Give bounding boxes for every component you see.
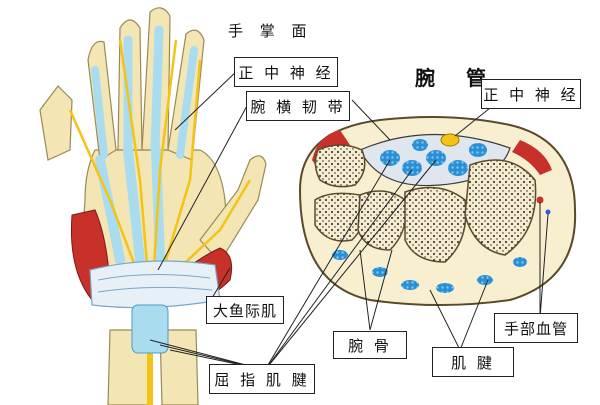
tunnel-tendon-5 <box>469 143 487 157</box>
tendon-middle <box>150 25 164 155</box>
carpal-tunnel-title: 腕 管 <box>415 66 498 90</box>
leader-ligament-to-section <box>351 99 391 141</box>
carpal-bones-label: 腕 骨 <box>333 331 407 359</box>
tendons-label: 肌 腱 <box>432 347 514 377</box>
nerve-branch-1 <box>118 39 152 301</box>
leader-carpal-1 <box>359 249 371 331</box>
wrist-tendon-bundle <box>131 304 169 354</box>
median-nerve-cross <box>440 133 460 147</box>
leader-thenar <box>211 267 231 299</box>
tunnel-tendon-1 <box>380 150 400 166</box>
tendon-little <box>91 66 108 159</box>
leader-lines <box>149 69 549 371</box>
dorsal-tendon-3 <box>401 280 419 290</box>
vessel-vein <box>545 209 551 215</box>
thenar-muscle-label: 大鱼际肌 <box>206 296 284 324</box>
vessel-artery <box>536 196 544 204</box>
tunnel-tendon-2 <box>402 160 422 176</box>
dorsal-tendon-2 <box>372 267 388 277</box>
leader-tendon-2 <box>459 279 489 351</box>
median-nerve-label-right: 正 中 神 经 <box>481 79 581 109</box>
flexor-tendons-label: 屈 指 肌 腱 <box>209 364 315 394</box>
ligament-fiber-1 <box>97 273 211 281</box>
dorsal-tendon-4 <box>436 283 454 293</box>
nerve-branch-2 <box>150 39 178 301</box>
leader-flexor-section-1 <box>264 159 391 371</box>
carpal-tunnel-cross-section <box>298 115 577 306</box>
transverse-carpal-ligament <box>89 260 221 309</box>
leader-median-nerve-right <box>454 103 496 137</box>
palm-side-label: 手 掌 面 <box>228 22 313 40</box>
tunnel-tendon-4 <box>448 160 468 176</box>
nerve-branch-3 <box>152 59 202 301</box>
carpal-bone-5 <box>464 159 537 256</box>
tendon-index <box>176 46 198 159</box>
carpal-bone-1 <box>314 144 366 188</box>
leader-median-nerve-left <box>174 69 239 131</box>
edge-muscle-right <box>512 140 552 175</box>
hand-vessels-label: 手部血管 <box>494 313 578 343</box>
leader-tendon-1 <box>429 289 461 351</box>
transverse-ligament-label: 腕 横 韧 带 <box>246 91 350 121</box>
carpal-bone-2 <box>314 192 366 242</box>
tunnel-tendon-6 <box>412 139 428 151</box>
carpal-bone-3 <box>357 190 407 251</box>
leader-transverse-ligament <box>157 103 249 271</box>
carpal-bone-4 <box>404 186 467 263</box>
tunnel-tendon-3 <box>426 150 446 166</box>
dorsal-tendon-5 <box>477 275 493 285</box>
leader-carpal-2 <box>369 249 393 331</box>
dorsal-tendon-1 <box>332 250 348 260</box>
dorsal-tendon-6 <box>513 257 527 267</box>
ligament-fiber-2 <box>97 286 213 293</box>
leader-flexor-section-2 <box>264 169 413 371</box>
tendon-palm-1 <box>95 155 125 265</box>
median-nerve-label-left: 正 中 神 经 <box>234 57 338 87</box>
leader-vessel-2 <box>539 213 549 319</box>
little-finger-tip-bone <box>39 85 73 161</box>
ulna-bone <box>159 329 199 405</box>
leader-flexor-section-3 <box>264 159 437 371</box>
tendon-palm-2 <box>123 145 145 265</box>
hand-palm-view <box>39 7 267 405</box>
